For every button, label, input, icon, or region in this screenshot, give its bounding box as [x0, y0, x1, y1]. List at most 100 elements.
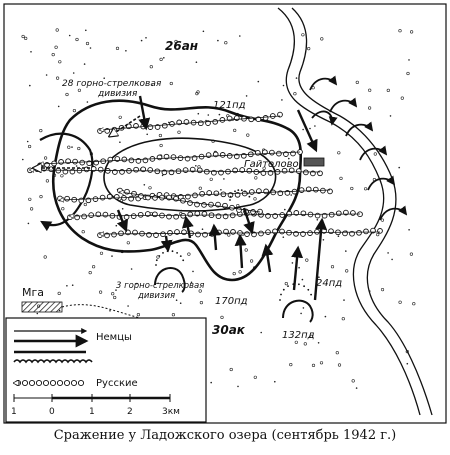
chain-ring [167, 230, 173, 236]
terrain-dot [210, 381, 212, 384]
map-caption: Сражение у Ладожского озера (сентябрь 19… [53, 428, 397, 443]
chain-ring [146, 231, 152, 238]
terrain-dot [30, 51, 32, 53]
chain-ring [160, 231, 166, 238]
terrain-ring [220, 315, 224, 320]
label-28-division-a: 28 горно-стрелковая [62, 79, 162, 89]
chain-ring [328, 228, 334, 235]
terrain-dot [86, 101, 89, 103]
chain-ring [295, 168, 302, 174]
scale-bar: 1 0 1 2 3км [11, 394, 180, 417]
terrain-ring [51, 52, 55, 57]
terrain-ring [39, 129, 43, 133]
hill-dot [179, 255, 182, 257]
chain-ring [133, 166, 139, 173]
terrain-dot [103, 77, 105, 79]
terrain-ring [410, 30, 414, 34]
terrain-ring [111, 292, 115, 296]
terrain-dot [257, 80, 260, 83]
terrain-ring [28, 144, 32, 149]
terrain-dot [355, 387, 358, 389]
division-arches [154, 266, 314, 323]
chain-ring [205, 152, 212, 158]
chain-ring [328, 211, 335, 218]
terrain-ring [373, 152, 377, 156]
chain-ring [219, 117, 226, 123]
terrain-ring [380, 288, 385, 292]
hill-dot [298, 283, 300, 286]
terrain-ring [77, 146, 81, 151]
terrain-dot [109, 310, 111, 312]
scale-tick-2: 1 [89, 407, 95, 417]
terrain-dot [89, 47, 92, 49]
hill-dot [229, 195, 232, 198]
chain-ring [130, 213, 137, 219]
chain-ring [342, 230, 348, 237]
terrain-dot [85, 29, 87, 32]
terrain-ring [158, 133, 162, 138]
terrain-ring [98, 290, 103, 294]
legend-germans: Немцы [96, 332, 132, 343]
hill-dot [279, 299, 281, 301]
terrain-ring [350, 186, 354, 191]
hill-dot [248, 195, 251, 198]
legend-wave [13, 359, 93, 364]
chain-ring [265, 229, 271, 235]
terrain-ring [386, 88, 390, 92]
chain-ring [298, 187, 305, 193]
terrain-dot [190, 281, 193, 284]
terrain-ring [91, 265, 96, 269]
terrain-ring [149, 65, 153, 69]
chain-ring [363, 228, 369, 235]
terrain-dot [317, 342, 320, 344]
chain-ring [111, 126, 118, 133]
chain-ring [253, 169, 260, 175]
chain-ring [250, 209, 256, 215]
chain-ring [81, 213, 87, 220]
chain-ring [99, 194, 106, 201]
terrain-dot [175, 299, 178, 302]
chain-ring [293, 230, 299, 237]
terrain-dot [260, 331, 263, 334]
terrain-ring [320, 37, 324, 41]
terrain-ring [227, 233, 231, 237]
terrain-ring [136, 313, 140, 317]
terrain-ring [309, 334, 314, 339]
chain-ring [215, 213, 222, 220]
terrain-ring [294, 340, 298, 344]
terrain-dot [389, 115, 392, 117]
terrain-ring [232, 272, 236, 276]
terrain-dot [197, 112, 200, 115]
terrain-ring [28, 197, 32, 201]
terrain-dot [68, 34, 71, 37]
russian-attack-lines [27, 111, 383, 239]
chain-arrow [100, 232, 381, 234]
chain-ring [161, 122, 168, 129]
chain-ring [307, 230, 313, 236]
terrain-dot [322, 239, 325, 241]
terrain-ring [398, 300, 402, 304]
terrain-ring [72, 108, 76, 113]
terrain-ring [55, 76, 60, 80]
terrain-ring [351, 379, 355, 383]
chain-ring [97, 166, 104, 173]
terrain-dot [130, 268, 133, 270]
terrain-ring [303, 342, 307, 346]
terrain-dot [115, 289, 117, 291]
chain-ring [236, 207, 242, 213]
chain-ring [262, 115, 269, 121]
terrain-ring [376, 233, 380, 237]
chain-ring [269, 113, 276, 119]
terrain-ring [380, 218, 385, 222]
label-3-division-a: 3 горно-стрелковая [116, 281, 204, 291]
terrain-dot [119, 141, 121, 143]
terrain-ring [305, 258, 309, 262]
mga-village [21, 301, 63, 313]
chain-ring [279, 228, 285, 235]
terrain-dot [157, 282, 159, 285]
chain-arrow [120, 192, 261, 213]
terrain-ring [174, 39, 178, 44]
chain-ring [201, 211, 208, 217]
terrain-ring [21, 34, 25, 39]
